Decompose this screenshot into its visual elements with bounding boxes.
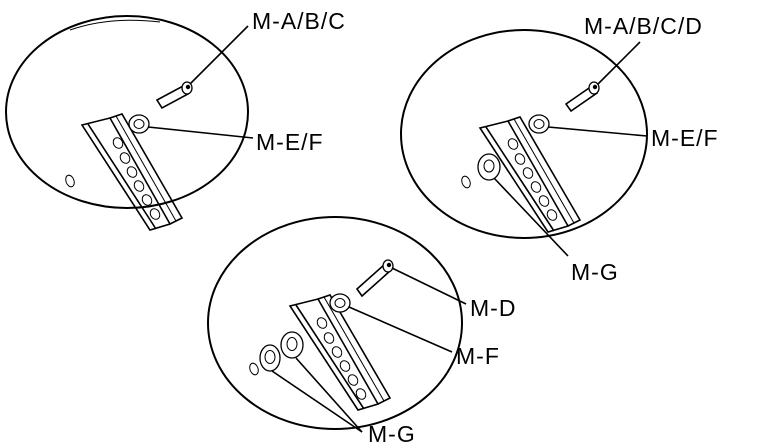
detail-c-spacer-2 (280, 331, 304, 359)
detail-b-leader-right (547, 126, 648, 137)
detail-b-circle (400, 29, 648, 239)
detail-b-rail-holes (507, 138, 558, 221)
detail-c-leader-washer (348, 306, 453, 353)
detail-b-label-bottom: M-G (571, 259, 619, 285)
detail-b-bolt (564, 81, 600, 113)
detail-c-bolt (355, 259, 394, 298)
detail-a-circle-highlight (69, 19, 161, 31)
detail-b-leader-top (597, 41, 641, 85)
detail-b-spacer (477, 153, 501, 181)
detail-a-leader-right (147, 126, 254, 139)
detail-a-rail (80, 113, 184, 231)
detail-c-leader-bolt (391, 267, 467, 305)
detail-c-circle (207, 216, 463, 430)
detail-c-wall-hole (249, 362, 259, 376)
detail-b-label-right: M-E/F (651, 125, 719, 151)
detail-c-spacer-1 (259, 344, 281, 372)
detail-a: M-A/B/C M-E/F (5, 8, 346, 231)
detail-c-washer (329, 293, 351, 313)
detail-c: M-D M-F M-G (207, 216, 516, 445)
detail-b-leader-bottom (493, 177, 569, 257)
detail-a-label-right: M-E/F (256, 129, 324, 155)
detail-b-washer (528, 114, 550, 134)
detail-a-wall-hole (65, 174, 75, 188)
detail-b-rail (478, 116, 582, 233)
detail-c-label-washer: M-F (456, 343, 500, 369)
detail-b-label-top: M-A/B/C/D (584, 13, 703, 39)
detail-a-circle (5, 15, 249, 209)
detail-b: M-A/B/C/D M-E/F M-G (400, 13, 719, 285)
detail-c-rail-holes (316, 317, 367, 400)
detail-a-label-top: M-A/B/C (252, 8, 346, 34)
detail-c-leader-spacer-1 (271, 370, 363, 433)
detail-c-leader-spacer-2 (295, 357, 363, 433)
detail-c-label-bolt: M-D (470, 295, 516, 321)
detail-b-wall-hole (461, 175, 471, 189)
detail-c-label-spacer: M-G (368, 421, 416, 445)
detail-a-bolt (155, 81, 193, 110)
detail-a-leader-top (189, 25, 249, 85)
detail-a-rail-holes (112, 137, 161, 220)
detail-c-rail (288, 294, 392, 411)
detail-a-washer (128, 114, 150, 134)
